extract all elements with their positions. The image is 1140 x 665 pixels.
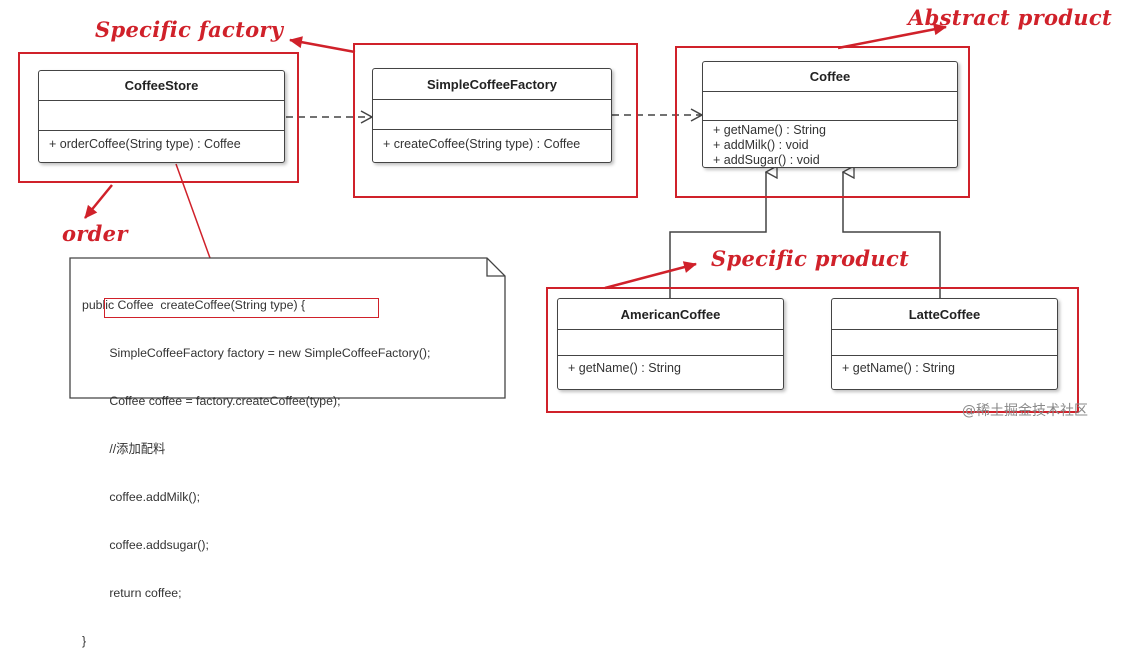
code-line-highlighted: Coffee coffee = factory.createCoffee(typ… xyxy=(82,394,341,408)
group-abstract-product xyxy=(675,46,970,198)
attributes-section xyxy=(703,92,957,121)
class-coffee[interactable]: Coffee + getName() : String + addMilk() … xyxy=(702,61,958,168)
class-american-coffee[interactable]: AmericanCoffee + getName() : String xyxy=(557,298,784,390)
operation: + getName() : String xyxy=(842,361,955,375)
class-name: SimpleCoffeeFactory xyxy=(373,69,611,100)
watermark: @稀土掘金技术社区 xyxy=(962,403,1088,419)
connectors xyxy=(69,23,947,399)
group-specific-product xyxy=(546,287,1079,413)
code-line: } xyxy=(82,634,87,648)
operation: + addSugar() : void xyxy=(713,153,820,167)
class-name: Coffee xyxy=(703,62,957,92)
group-specific-factory xyxy=(353,43,638,198)
class-name: LatteCoffee xyxy=(832,299,1057,330)
code-line: coffee.addMilk(); xyxy=(82,490,201,504)
operations-section: + orderCoffee(String type) : Coffee xyxy=(39,131,284,152)
note-shape xyxy=(69,257,506,399)
code-line: public Coffee createCoffee(String type) … xyxy=(82,298,306,312)
operation: + getName() : String xyxy=(713,123,826,137)
attributes-section xyxy=(832,330,1057,356)
arrow-specific-product xyxy=(604,261,697,290)
arrow-order xyxy=(84,184,113,219)
operation: + createCoffee(String type) : Coffee xyxy=(383,137,581,151)
class-latte-coffee[interactable]: LatteCoffee + getName() : String xyxy=(831,298,1058,390)
code-line: coffee.addsugar(); xyxy=(82,538,209,552)
code-line: SimpleCoffeeFactory factory = new Simple… xyxy=(82,346,431,360)
class-name: AmericanCoffee xyxy=(558,299,783,330)
arrow-specific-factory xyxy=(289,36,356,54)
label-specific-factory: Specific factory xyxy=(95,17,284,42)
inheritance-american xyxy=(669,172,766,298)
group-specific-factory-store xyxy=(18,52,299,183)
operation: + orderCoffee(String type) : Coffee xyxy=(49,137,241,151)
code-line: return coffee; xyxy=(82,586,182,600)
inheritance-latte xyxy=(843,172,941,298)
operations-section: + createCoffee(String type) : Coffee xyxy=(373,130,611,152)
class-coffee-store[interactable]: CoffeeStore + orderCoffee(String type) :… xyxy=(38,70,285,163)
operations-section: + getName() : String xyxy=(558,356,783,376)
attributes-section xyxy=(39,101,284,131)
operation: + addMilk() : void xyxy=(713,138,809,152)
highlight-factory-call xyxy=(104,298,379,318)
class-simple-coffee-factory[interactable]: SimpleCoffeeFactory + createCoffee(Strin… xyxy=(372,68,612,163)
class-name: CoffeeStore xyxy=(39,71,284,101)
attributes-section xyxy=(373,100,611,130)
operations-section: + getName() : String + addMilk() : void … xyxy=(703,121,957,168)
label-specific-product: Specific product xyxy=(711,246,910,271)
note-link xyxy=(175,163,211,259)
operation: + getName() : String xyxy=(568,361,681,375)
note-fold xyxy=(486,258,505,277)
label-abstract-product: Abstract product xyxy=(908,5,1112,30)
note-code: public Coffee createCoffee(String type) … xyxy=(82,265,430,665)
code-line: //添加配料 xyxy=(82,442,166,456)
arrow-abstract-product xyxy=(837,23,947,50)
label-order: order xyxy=(62,221,128,246)
attributes-section xyxy=(558,330,783,356)
operations-section: + getName() : String xyxy=(832,356,1057,376)
